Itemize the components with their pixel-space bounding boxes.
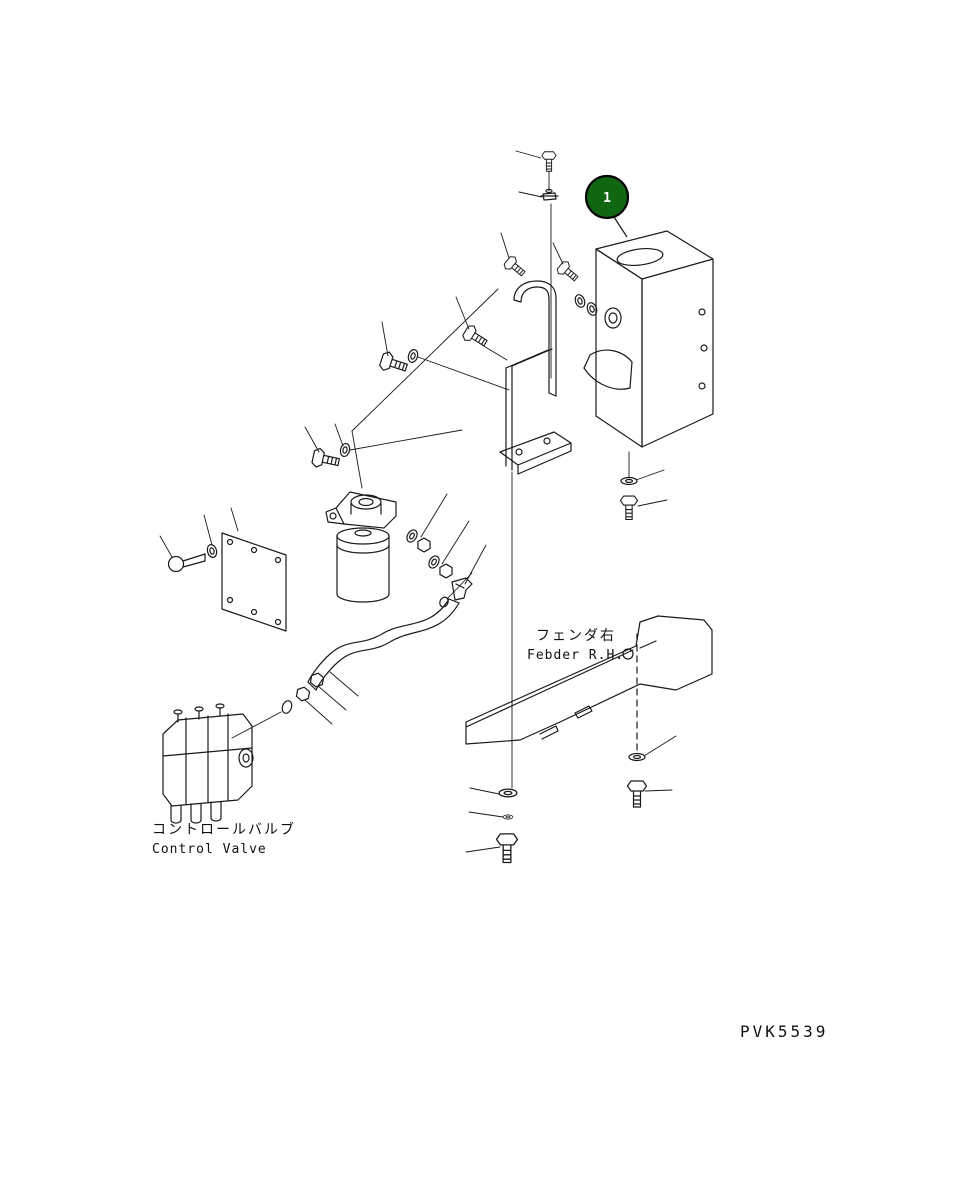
mounting-frame xyxy=(499,348,572,475)
breather-bolt xyxy=(541,151,557,172)
drawing-part-code: PVK5539 xyxy=(740,1022,828,1041)
elbow-fitting xyxy=(451,577,473,601)
callout-1-balloon xyxy=(584,174,630,220)
control-valve-label-en: Control Valve xyxy=(152,842,267,857)
filter-fittings xyxy=(404,527,473,608)
diagram-labels: フェンダ右 Febder R.H. コントロールバルブ Control Valv… xyxy=(152,628,828,1041)
hydraulic-tank xyxy=(572,230,714,448)
elbow-hose xyxy=(583,349,633,390)
callout-1[interactable]: 1 xyxy=(584,174,630,238)
cover-plate xyxy=(221,532,287,632)
control-valve-label-jp: コントロールバルブ xyxy=(152,821,296,838)
callout-1-number: 1 xyxy=(603,191,611,206)
control-valve xyxy=(162,703,254,824)
fender-rh xyxy=(465,615,713,864)
fender-label-jp: フェンダ右 xyxy=(536,628,616,644)
oil-filter-cartridge xyxy=(336,527,390,603)
suction-hose xyxy=(281,598,460,714)
clamp xyxy=(540,188,559,201)
o-ring xyxy=(281,700,293,714)
hose-nuts xyxy=(293,670,327,704)
filler-cap xyxy=(616,247,664,267)
leader-lines xyxy=(159,150,677,853)
suction-flange xyxy=(604,307,622,329)
plate-bolt xyxy=(167,542,219,573)
fender-label-en: Febder R.H. xyxy=(527,648,624,663)
tank-handle xyxy=(513,280,557,397)
oil-filter-head xyxy=(325,491,397,529)
